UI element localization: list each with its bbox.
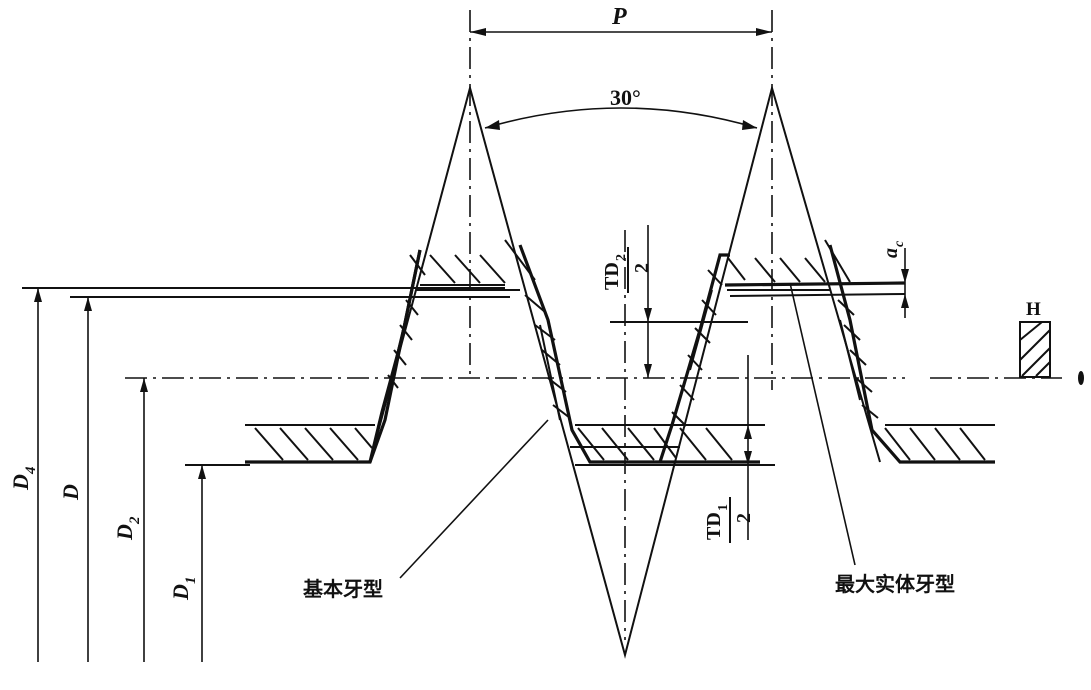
hatch-crest-left (409, 239, 536, 284)
svg-text:D: D (58, 484, 83, 501)
td1-arrow-top (744, 425, 752, 439)
svg-text:1: 1 (183, 577, 199, 585)
svg-text:D: D (112, 524, 137, 541)
ac-arrow-bottom (901, 294, 909, 308)
h-symbol-box (1019, 321, 1084, 385)
pitch-label: P (611, 4, 627, 30)
dimension-d2 (140, 378, 148, 662)
ac-label: a c (880, 240, 907, 258)
max-material-profile-label: 最大实体牙型 (835, 572, 955, 596)
d2-label: D 2 (112, 516, 143, 541)
pitch-dimension (470, 28, 772, 36)
d4-label: D 4 (8, 466, 39, 491)
max-material-leader (789, 282, 856, 566)
d-label: D (58, 484, 83, 501)
max-material-left-flank-in (368, 249, 422, 463)
basic-profile-outline (369, 84, 881, 659)
inner-flank-4 (839, 319, 861, 401)
td2-arrow-lower (644, 364, 652, 378)
hatch-root-middle (577, 427, 733, 461)
basic-profile-leader (399, 419, 549, 579)
svg-text:D: D (8, 474, 33, 491)
svg-text:2: 2 (631, 263, 653, 273)
h-symbol-label: H (1026, 299, 1041, 320)
d1-label: D 1 (168, 577, 199, 602)
td2-arrow (644, 308, 652, 322)
dimension-d (84, 297, 92, 662)
td1-arrow-bottom (744, 451, 752, 465)
hatch-flank-left (387, 299, 419, 389)
hatch-flank-mid-left (524, 294, 571, 419)
hatch-root-left (254, 427, 373, 461)
max-material-profile-mid-right (658, 253, 730, 463)
svg-text:2: 2 (733, 513, 755, 523)
angle-dimension (484, 107, 758, 130)
svg-text:D: D (168, 584, 193, 601)
dimension-d4 (34, 288, 42, 662)
hatch-root-right (884, 427, 986, 461)
hatch-flank-right (837, 299, 879, 419)
svg-text:TD: TD (601, 262, 623, 290)
td1-label: TD 1 2 (703, 497, 755, 543)
crest-line-right-top (724, 281, 906, 287)
td2-label: TD 2 2 (601, 247, 653, 293)
svg-text:TD: TD (703, 512, 725, 540)
svg-text:a: a (880, 248, 902, 258)
svg-text:4: 4 (23, 466, 39, 475)
hatch-crest-right (727, 239, 851, 283)
inner-flank-1 (389, 299, 411, 385)
dimension-d1 (198, 465, 206, 662)
svg-text:1: 1 (716, 504, 731, 511)
crest-line-right-bottom (729, 293, 906, 297)
ac-arrow-top (901, 269, 909, 283)
svg-text:c: c (892, 240, 907, 247)
svg-text:2: 2 (614, 254, 629, 261)
max-material-profile-mid-left (518, 244, 760, 464)
inner-flank-2 (539, 324, 561, 421)
basic-profile-label: 基本牙型 (303, 577, 383, 601)
svg-text:2: 2 (127, 516, 143, 525)
inner-flank-3 (689, 289, 713, 371)
hatch-flank-mid-right (671, 269, 723, 427)
angle-label: 30° (610, 85, 641, 110)
